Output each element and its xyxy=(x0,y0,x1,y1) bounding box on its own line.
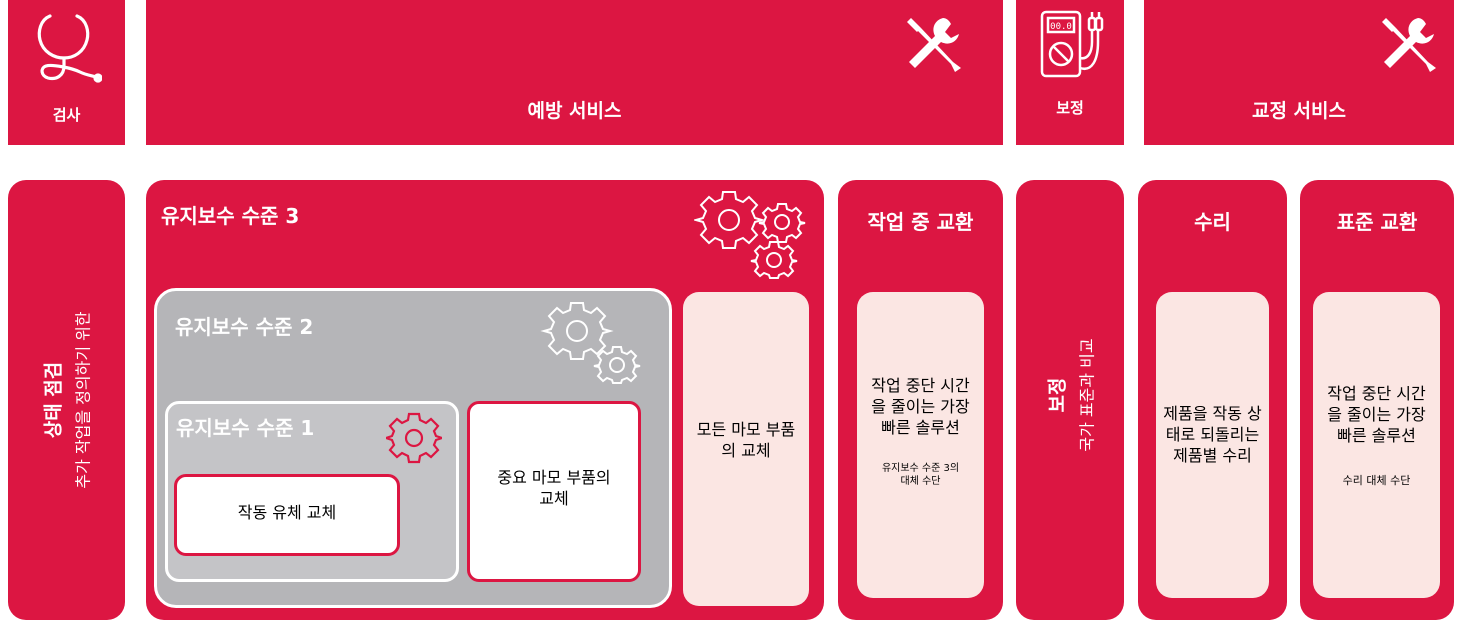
replace-all-wear-parts-box: 모든 마모 부품 의 교체 xyxy=(683,292,809,606)
preventive-header: 예방 서비스 xyxy=(146,0,1003,145)
standard-exchange-note: 수리 대체 수단 xyxy=(1342,474,1411,487)
status-check-card: 상태 점검 추가 작업을 정의하기 위한 xyxy=(8,180,125,620)
replace-critical-wear-parts-box: 중요 마모 부품의 교체 xyxy=(467,401,641,582)
status-check-title: 상태 점검 xyxy=(42,361,65,439)
calibration-card: 보정 국가 표준과 비교 xyxy=(1016,180,1124,620)
standard-exchange-box: 작업 중단 시간 을 줄이는 가장 빠른 솔루션 수리 대체 수단 xyxy=(1313,292,1440,598)
in-service-exchange-card: 작업 중 교환 작업 중단 시간 을 줄이는 가장 빠른 솔루션 유지보수 수준… xyxy=(838,180,1003,620)
replace-fluids-box: 작동 유체 교체 xyxy=(174,474,400,556)
gear-icon xyxy=(386,410,442,466)
in-service-exchange-box: 작업 중단 시간 을 줄이는 가장 빠른 솔루션 유지보수 수준 3의 대체 수… xyxy=(857,292,984,598)
maintenance-level-1-card: 유지보수 수준 1 작동 유체 교체 xyxy=(165,401,459,582)
repair-title: 수리 xyxy=(1194,210,1231,234)
replace-all-wear-parts-text: 모든 마모 부품 의 교체 xyxy=(683,420,809,462)
repair-box: 제품을 작동 상 태로 되돌리는 제품별 수리 xyxy=(1156,292,1269,598)
multimeter-icon: 00.0 xyxy=(1040,8,1114,82)
calibration-label: 보정 xyxy=(1056,99,1084,117)
status-check-subtitle: 추가 작업을 정의하기 위한 xyxy=(73,311,93,489)
standard-exchange-text: 작업 중단 시간 을 줄이는 가장 빠른 솔루션 xyxy=(1327,384,1426,445)
svg-text:00.0: 00.0 xyxy=(1050,22,1072,32)
repair-text: 제품을 작동 상 태로 되돌리는 제품별 수리 xyxy=(1163,404,1262,465)
level1-title: 유지보수 수준 1 xyxy=(176,416,315,440)
replace-fluids-label: 작동 유체 교체 xyxy=(237,503,337,522)
corrective-header: 교정 서비스 xyxy=(1144,0,1454,145)
calibration-header: 00.0 보정 xyxy=(1016,0,1124,145)
gears-icon-2 xyxy=(539,295,643,389)
inspection-label: 검사 xyxy=(52,106,81,124)
calibration-card-subtitle: 국가 표준과 비교 xyxy=(1077,338,1097,452)
corrective-label: 교정 서비스 xyxy=(1251,100,1346,122)
status-check-rotated: 상태 점검 추가 작업을 정의하기 위한 xyxy=(39,200,94,600)
calibration-rotated: 보정 국가 표준과 비교 xyxy=(1043,265,1098,525)
standard-exchange-card: 표준 교환 작업 중단 시간 을 줄이는 가장 빠른 솔루션 수리 대체 수단 xyxy=(1300,180,1454,620)
tools-icon xyxy=(903,14,963,74)
gears-icon xyxy=(694,184,814,280)
level3-title: 유지보수 수준 3 xyxy=(161,204,300,228)
calibration-card-title: 보정 xyxy=(1046,377,1069,413)
in-service-exchange-title: 작업 중 교환 xyxy=(867,210,974,234)
tools-icon-2 xyxy=(1378,14,1438,74)
inspection-header: 검사 xyxy=(8,0,125,145)
in-service-exchange-note: 유지보수 수준 3의 대체 수단 xyxy=(881,463,960,487)
maintenance-level-2-card: 유지보수 수준 2 중요 마모 부품의 교체 유지보수 수준 1 xyxy=(154,288,672,608)
preventive-label: 예방 서비스 xyxy=(527,100,622,122)
replace-critical-wear-parts-label: 중요 마모 부품의 교체 xyxy=(497,468,611,508)
level2-title: 유지보수 수준 2 xyxy=(175,315,314,339)
maintenance-level-3-card: 유지보수 수준 3 모든 마모 부품 의 교체 유지보수 수준 2 xyxy=(146,180,824,620)
repair-card: 수리 제품을 작동 상 태로 되돌리는 제품별 수리 xyxy=(1138,180,1287,620)
standard-exchange-title: 표준 교환 xyxy=(1336,210,1418,234)
stethoscope-icon xyxy=(32,10,102,88)
replace-all-wear-parts-label: 모든 마모 부품 의 교체 xyxy=(696,420,796,460)
in-service-exchange-text: 작업 중단 시간 을 줄이는 가장 빠른 솔루션 xyxy=(871,376,970,437)
